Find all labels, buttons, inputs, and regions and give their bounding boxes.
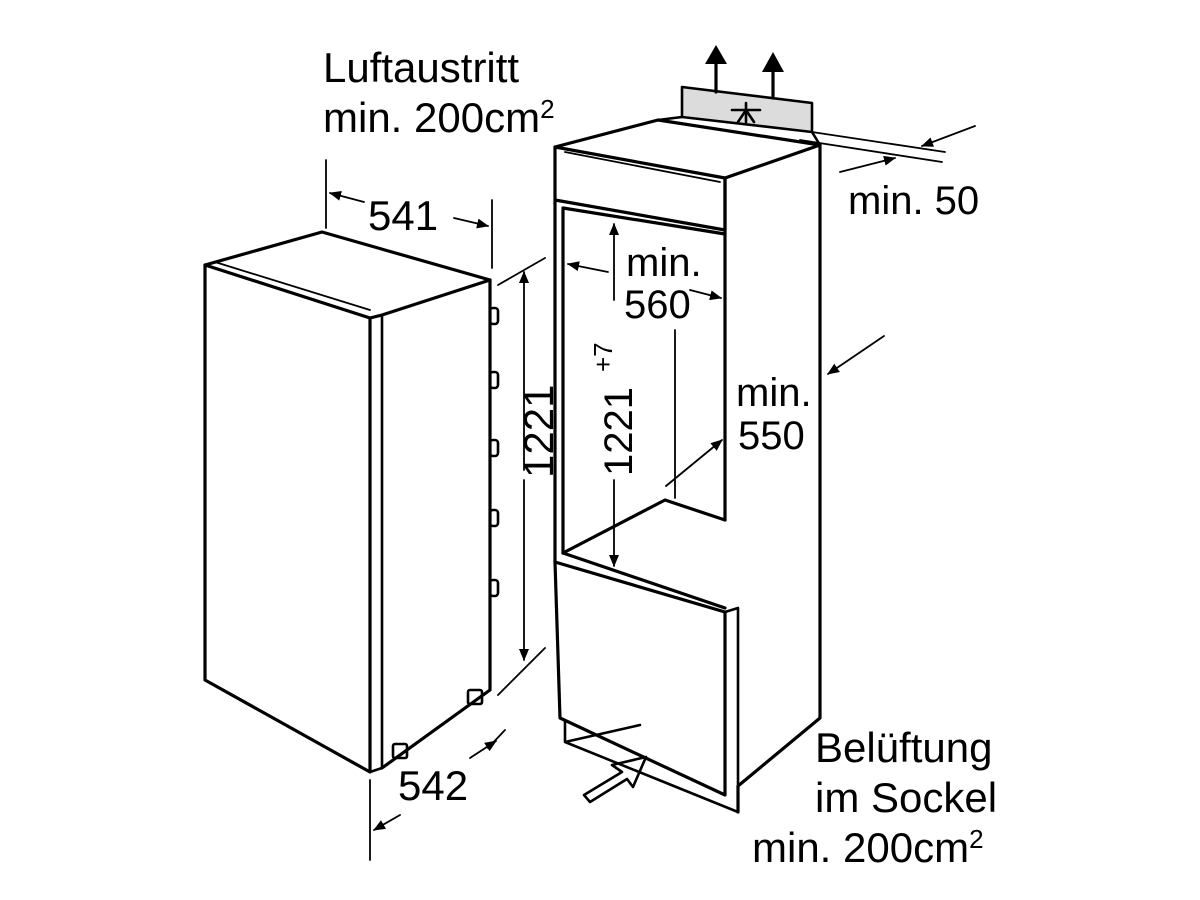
dimension-appliance-height: 1221 xyxy=(497,257,562,696)
dimension-niche-width: min. 560 xyxy=(567,241,722,327)
cabinet-top-box xyxy=(553,145,727,232)
dimension-top-gap: min. 50 xyxy=(799,125,979,223)
air-outlet-text: Luftaustritt min. 200cm2 xyxy=(323,44,555,141)
niche-base xyxy=(561,498,727,555)
cabinet-side xyxy=(736,143,822,814)
appliance xyxy=(203,230,500,774)
appliance-foot xyxy=(391,742,409,760)
plinth-label-1: Belüftung xyxy=(815,724,992,771)
niche-opening xyxy=(553,198,727,564)
appliance-depth-label: 542 xyxy=(398,762,468,809)
air-outlet-arrows xyxy=(705,45,784,100)
hinge-brackets xyxy=(488,306,500,598)
cabinet-lower-front xyxy=(553,560,727,797)
plinth-ventilation-text: Belüftung im Sockel min. 200cm2 xyxy=(752,724,997,871)
cabinet-plinth xyxy=(563,718,740,814)
air-outlet-label-2: min. 200cm2 xyxy=(323,94,555,141)
niche-height-tolerance: +7 xyxy=(588,342,618,372)
plinth-ventilation-arrow xyxy=(582,755,648,804)
dimension-appliance-depth: 542 xyxy=(369,729,506,861)
appliance-foot xyxy=(466,688,484,706)
niche-cabinet xyxy=(553,118,822,814)
dimension-appliance-width: 541 xyxy=(325,159,493,269)
top-gap-label: min. 50 xyxy=(848,179,979,223)
appliance-top xyxy=(203,230,492,320)
appliance-front xyxy=(203,263,372,774)
fan-icon xyxy=(730,101,762,124)
top-vent-grille xyxy=(656,45,822,147)
appliance-door-edge xyxy=(368,313,384,774)
dimension-niche-depth: min. 550 xyxy=(665,335,885,487)
air-outlet-label-1: Luftaustritt xyxy=(323,44,519,91)
hollow-arrow-icon xyxy=(582,755,648,804)
plinth-label-3: min. 200cm2 xyxy=(752,824,984,871)
niche-width-label-2: 560 xyxy=(624,283,691,327)
appliance-side xyxy=(380,278,492,770)
dimension-niche-height: 1221 +7 xyxy=(588,223,641,567)
plinth-label-2: im Sockel xyxy=(815,774,997,821)
appliance-width-label: 541 xyxy=(368,192,438,239)
niche-depth-label-2: 550 xyxy=(738,414,805,458)
niche-depth-label-1: min. xyxy=(736,371,812,415)
niche-height-label: 1221 xyxy=(597,387,641,476)
niche-width-label-1: min. xyxy=(626,241,702,285)
